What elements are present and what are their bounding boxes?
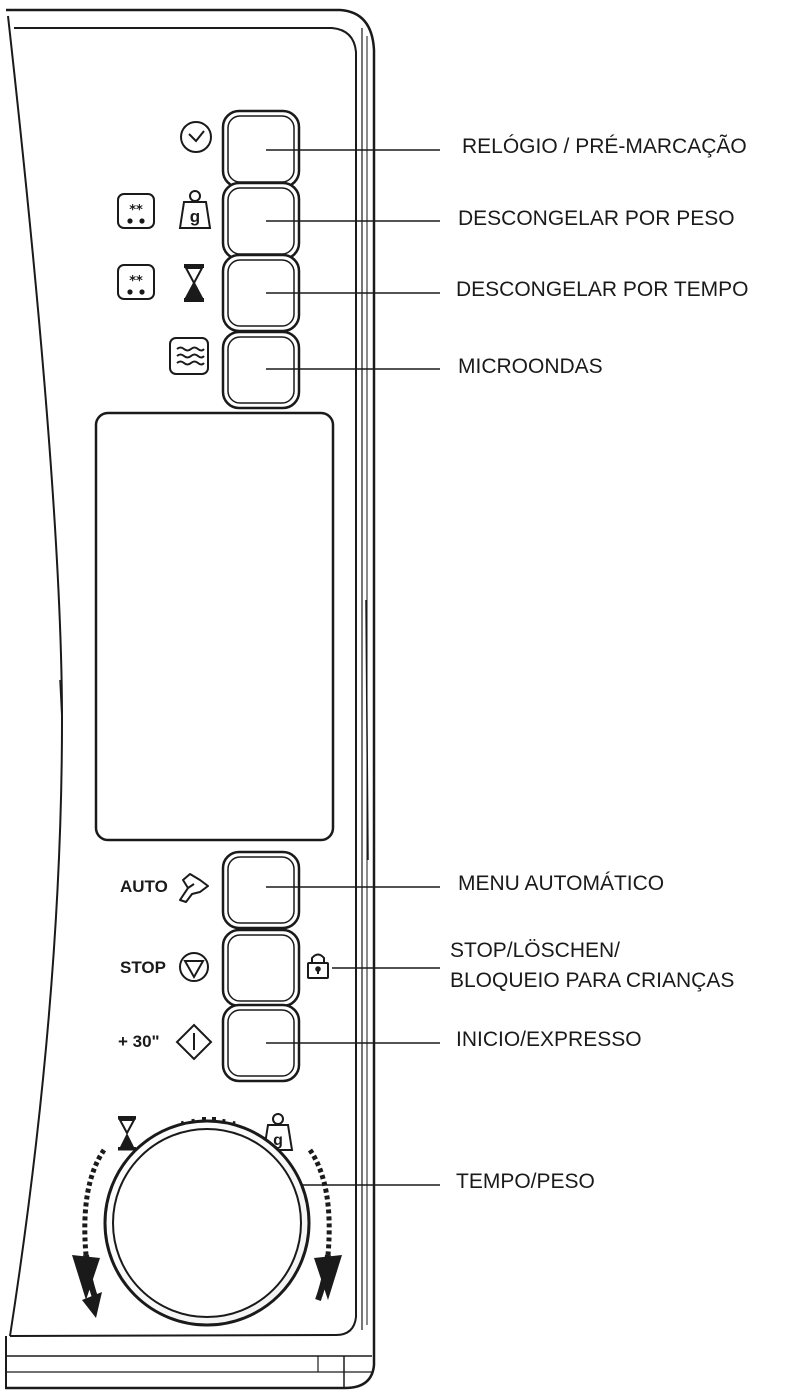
- clock-icon: [180, 121, 212, 153]
- display-window: [94, 411, 335, 842]
- clock-button[interactable]: [221, 109, 301, 189]
- auto-button-label: AUTO: [120, 877, 168, 896]
- start-diamond-icon: [175, 1023, 213, 1061]
- stop-button-label: STOP: [120, 958, 166, 977]
- rotate-left-arrow-icon: [72, 1148, 107, 1318]
- stop-triangle-icon: [179, 952, 209, 982]
- callout-knob: TEMPO/PESO: [456, 1170, 595, 1193]
- callout-auto-menu: MENU AUTOMÁTICO: [458, 872, 665, 895]
- leader-lines: [226, 149, 440, 1186]
- panel-body: [5, 8, 376, 1390]
- callout-defrost-time: DESCONGELAR POR TEMPO: [456, 278, 749, 301]
- button-group: [221, 109, 301, 1083]
- svg-text:g: g: [273, 1132, 283, 1149]
- callout-stop-line1: STOP/LÖSCHEN/: [450, 939, 620, 962]
- defrost-icon: **: [117, 264, 155, 300]
- callout-defrost-weight: DESCONGELAR POR PESO: [458, 207, 735, 230]
- microwave-waves-icon: [169, 337, 209, 375]
- callout-microwave: MICROONDAS: [458, 355, 603, 378]
- chicken-icon: [179, 873, 209, 903]
- lock-icon: [307, 953, 329, 979]
- plus30-button-label: + 30": [118, 1032, 160, 1051]
- callout-stop-line2: BLOQUEIO PARA CRIANÇAS: [450, 969, 735, 992]
- svg-text:**: **: [129, 203, 143, 218]
- weight-icon: g: [178, 190, 212, 229]
- svg-text:g: g: [190, 207, 200, 226]
- defrost-icon: **: [117, 193, 155, 229]
- hourglass-icon: [184, 264, 204, 302]
- auto-menu-button[interactable]: [221, 850, 301, 930]
- rotate-right-arrow-icon: [307, 1148, 342, 1302]
- callout-clock: RELÓGIO / PRÉ-MARCAÇÃO: [462, 135, 747, 158]
- microwave-button[interactable]: [221, 330, 301, 410]
- control-knob[interactable]: [103, 1119, 311, 1327]
- stop-button[interactable]: [221, 928, 301, 1008]
- callout-start: INICIO/EXPRESSO: [456, 1028, 642, 1051]
- weight-icon: g: [262, 1113, 294, 1151]
- svg-text:**: **: [129, 274, 143, 289]
- hourglass-icon: [118, 1116, 136, 1151]
